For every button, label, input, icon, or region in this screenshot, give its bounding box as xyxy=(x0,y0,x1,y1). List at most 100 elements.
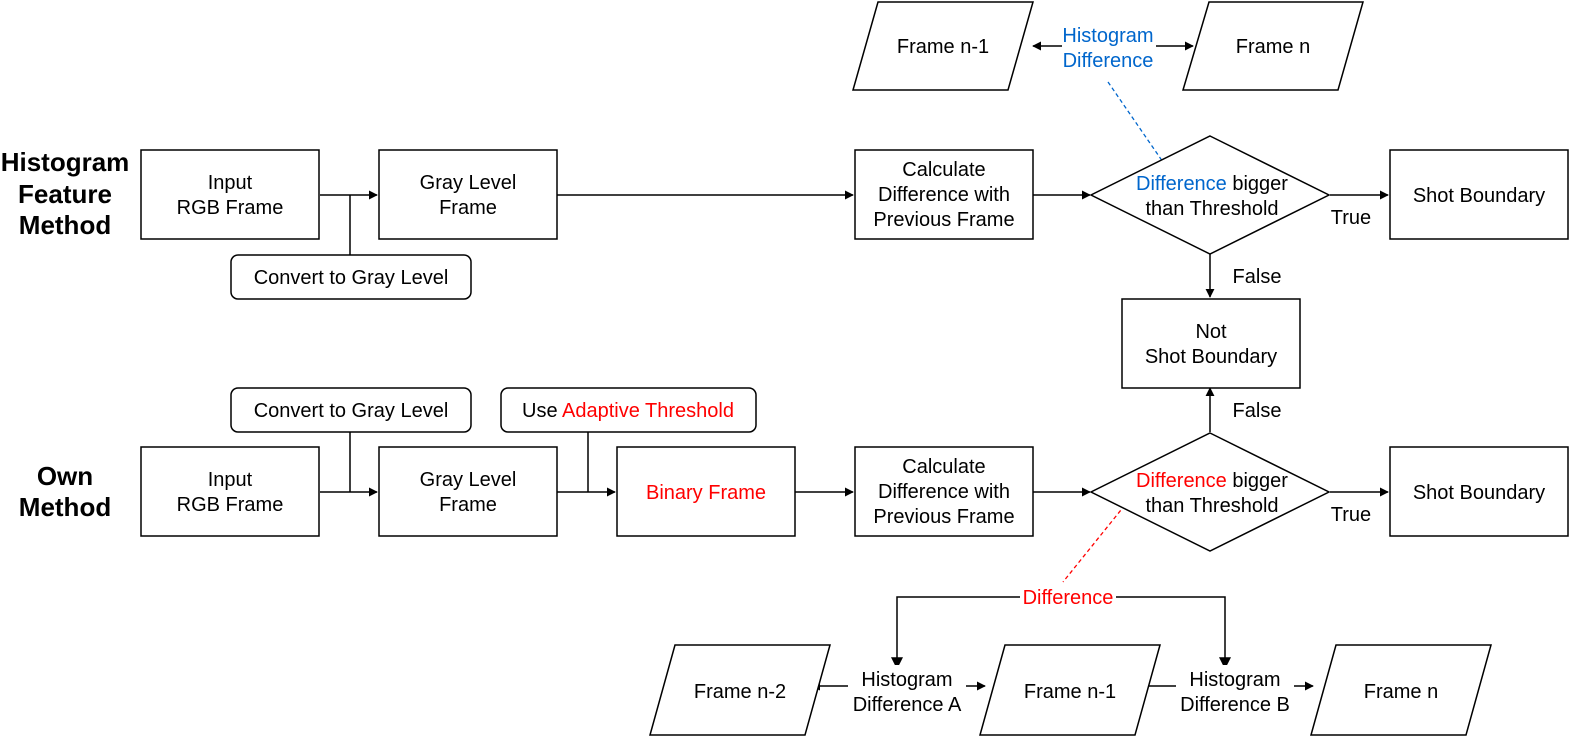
threshold-decision-node: Difference bigger than Threshold xyxy=(1089,432,1331,552)
binary-frame-node: Binary Frame xyxy=(616,446,796,537)
node-label: Previous Frame xyxy=(873,209,1014,231)
callout-label: Convert to Gray Level xyxy=(254,400,449,422)
frame-n-minus-1-node: Frame n-1 xyxy=(979,644,1161,736)
data-parallelogram xyxy=(649,644,831,736)
process-box xyxy=(1389,446,1569,537)
node-label: Shot Boundary xyxy=(1145,346,1277,368)
true-edge-label: True xyxy=(1331,207,1371,229)
node-label: Shot Boundary xyxy=(1413,185,1545,207)
node-label: Previous Frame xyxy=(873,506,1014,528)
node-label: RGB Frame xyxy=(177,494,284,516)
node-label: Calculate xyxy=(902,159,985,181)
frame-n-minus-1-node: Frame n-1 xyxy=(852,1,1034,91)
node-label: Input xyxy=(208,172,253,194)
callout-box xyxy=(500,387,757,433)
section-title-line: Method xyxy=(19,210,111,240)
node-label: Binary Frame xyxy=(646,482,766,504)
decision-label: Difference bigger xyxy=(1136,470,1288,492)
node-label: Frame xyxy=(439,494,497,516)
node-label: RGB Frame xyxy=(177,197,284,219)
true-edge-label: True xyxy=(1331,504,1371,526)
histogram-difference-label: Histogram Difference xyxy=(1062,22,1156,72)
gray-level-frame-node: Gray Level Frame xyxy=(378,446,558,537)
node-label: Calculate xyxy=(902,456,985,478)
calculate-difference-node: Calculate Difference with Previous Frame xyxy=(854,446,1034,537)
label-background xyxy=(1062,22,1156,72)
edge-label: Difference B xyxy=(1180,694,1290,716)
edge-label: Histogram xyxy=(861,669,952,691)
input-rgb-frame-node: Input RGB Frame xyxy=(140,149,320,240)
node-label: Frame n-1 xyxy=(1024,681,1116,703)
convert-gray-level-callout: Convert to Gray Level xyxy=(230,254,472,300)
node-label: Shot Boundary xyxy=(1413,482,1545,504)
decision-diamond xyxy=(1089,135,1331,255)
process-box xyxy=(378,446,558,537)
edge-label: Difference A xyxy=(853,694,962,716)
data-parallelogram xyxy=(1181,1,1364,91)
dashed-link-red xyxy=(1062,504,1126,583)
label-background xyxy=(848,665,966,717)
dashed-link-blue xyxy=(1107,81,1166,166)
callout-box xyxy=(230,254,472,300)
node-label: Frame n-1 xyxy=(897,36,989,58)
histogram-difference-a-label: Histogram Difference A xyxy=(848,665,966,717)
input-rgb-frame-node: Input RGB Frame xyxy=(140,446,320,537)
decision-label: than Threshold xyxy=(1145,495,1278,517)
false-edge-label: False xyxy=(1233,266,1282,288)
adaptive-threshold-callout: Use Adaptive Threshold xyxy=(500,387,757,433)
process-box xyxy=(1121,298,1301,389)
node-label: Gray Level xyxy=(420,172,517,194)
node-label: Frame n xyxy=(1364,681,1438,703)
process-box xyxy=(854,149,1034,240)
label-background xyxy=(1176,665,1294,717)
decision-label: than Threshold xyxy=(1145,198,1278,220)
data-parallelogram xyxy=(1310,644,1492,736)
node-label: Difference with xyxy=(878,481,1010,503)
edge-label: Histogram xyxy=(1062,25,1153,47)
not-shot-boundary-node: Not Shot Boundary xyxy=(1121,298,1301,389)
frame-n-node: Frame n xyxy=(1181,1,1364,91)
callout-label: Convert to Gray Level xyxy=(254,267,449,289)
node-label: Input xyxy=(208,469,253,491)
calculate-difference-node: Calculate Difference with Previous Frame xyxy=(854,149,1034,240)
process-box xyxy=(616,446,796,537)
gray-level-frame-node: Gray Level Frame xyxy=(378,149,558,240)
convert-gray-level-callout: Convert to Gray Level xyxy=(230,387,472,433)
own-method-title: Own Method xyxy=(19,461,111,522)
process-box xyxy=(378,149,558,240)
frame-n-node: Frame n xyxy=(1310,644,1492,736)
shot-boundary-node: Shot Boundary xyxy=(1389,446,1569,537)
process-box xyxy=(854,446,1034,537)
node-label: Frame n xyxy=(1236,36,1310,58)
node-label: Frame n-2 xyxy=(694,681,786,703)
threshold-decision-node: Difference bigger than Threshold xyxy=(1089,135,1331,255)
edge-label: Difference xyxy=(1023,587,1114,609)
data-parallelogram xyxy=(852,1,1034,91)
node-label: Frame xyxy=(439,197,497,219)
decision-label: Difference bigger xyxy=(1136,173,1288,195)
process-box xyxy=(140,149,320,240)
node-label: Gray Level xyxy=(420,469,517,491)
edge-label: Difference xyxy=(1063,50,1154,72)
difference-label: Difference xyxy=(1020,585,1116,609)
shot-boundary-node: Shot Boundary xyxy=(1389,149,1569,240)
process-box xyxy=(1389,149,1569,240)
false-edge-label: False xyxy=(1233,400,1282,422)
section-title-line: Feature xyxy=(18,179,112,209)
process-box xyxy=(140,446,320,537)
histogram-feature-method-title: Histogram Feature Method xyxy=(1,147,130,240)
histogram-difference-b-label: Histogram Difference B xyxy=(1176,665,1294,717)
node-label: Not xyxy=(1195,321,1227,343)
node-label: Difference with xyxy=(878,184,1010,206)
decision-diamond xyxy=(1089,432,1331,552)
label-background xyxy=(1020,585,1116,609)
callout-label: Use Adaptive Threshold xyxy=(522,400,734,422)
section-title-line: Method xyxy=(19,492,111,522)
section-title-line: Histogram xyxy=(1,147,130,177)
frame-n-minus-2-node: Frame n-2 xyxy=(649,644,831,736)
data-parallelogram xyxy=(979,644,1161,736)
callout-box xyxy=(230,387,472,433)
edge-label: Histogram xyxy=(1189,669,1280,691)
section-title-line: Own xyxy=(37,461,93,491)
